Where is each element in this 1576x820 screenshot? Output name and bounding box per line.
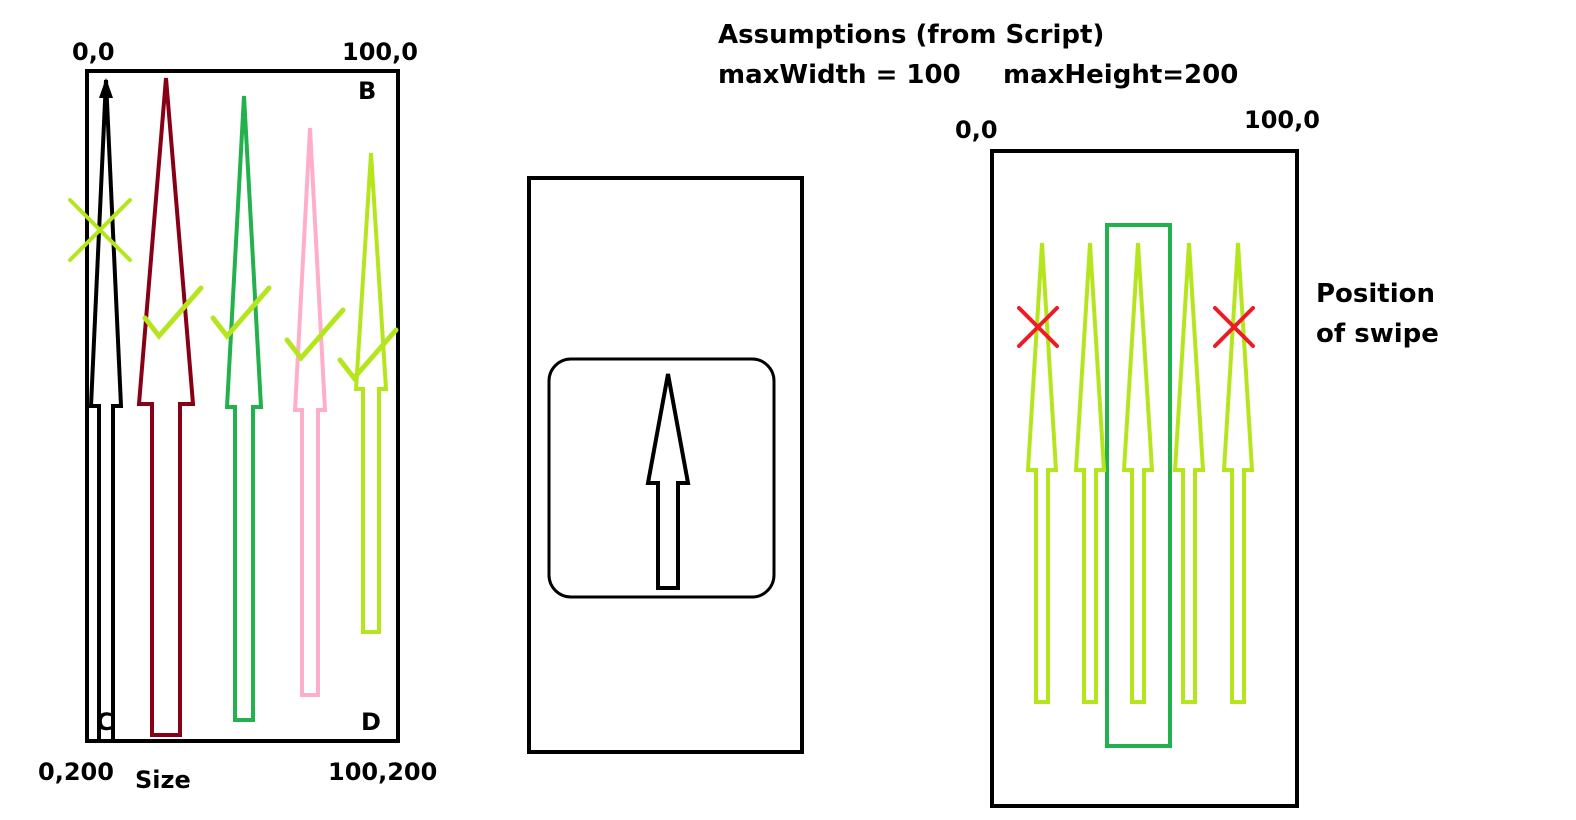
size-arrow-1-tip [99,78,113,98]
coord-top-right: 100,0 [342,38,418,66]
coord-top-left-right-panel: 0,0 [955,116,998,144]
accepted-check-icon [210,285,272,340]
rejected-cross-icon [68,198,132,262]
swipe-direction-arrow [645,373,691,590]
position-arrow-5 [1221,242,1255,704]
size-arrow-1 [88,79,124,743]
position-arrow-3 [1121,242,1155,704]
accepted-check-icon [142,285,204,340]
size-panel-frame [85,69,400,743]
position-panel: 0,0 100,0 Position of swipe [955,106,1439,808]
assumptions-title: Assumptions (from Script) [718,20,1104,50]
size-arrow-5 [353,152,389,634]
position-panel-frame [990,149,1299,808]
coord-top-right-right-panel: 100,0 [1244,106,1320,134]
size-caption: Size [135,766,191,794]
position-caption-line2: of swipe [1316,319,1439,349]
position-arrow-4 [1172,242,1206,704]
position-arrow-1 [1025,242,1059,704]
size-arrow-4 [292,127,328,697]
swipe-button[interactable] [547,357,776,599]
position-arrows [1017,242,1255,704]
coord-bottom-left: 0,200 [38,758,114,786]
accepted-check-icon [337,327,399,382]
position-arrow-2 [1073,242,1107,704]
up-arrow-icon [645,373,691,590]
corner-label-d: D [361,708,381,736]
rejected-cross-icon [1017,306,1059,348]
size-arrow-3 [224,95,264,722]
corner-label-b: B [358,77,376,105]
rejected-cross-icon [1213,306,1255,348]
accepted-check-icon [284,307,346,362]
size-arrows [68,77,399,743]
swipe-button-panel [527,176,804,754]
max-width-label: maxWidth = 100 [718,60,961,90]
max-height-label: maxHeight=200 [1003,60,1238,90]
phone-screen-frame [527,176,804,754]
size-arrow-2 [136,77,196,737]
coord-top-left: 0,0 [72,38,115,66]
corner-label-c: C [96,708,114,736]
accepted-position-highlight [1105,223,1172,748]
position-caption-line1: Position [1316,279,1435,309]
coord-bottom-right: 100,200 [328,758,437,786]
size-panel: 0,0 100,0 B C D 0,200 100,200 Size [38,38,437,794]
